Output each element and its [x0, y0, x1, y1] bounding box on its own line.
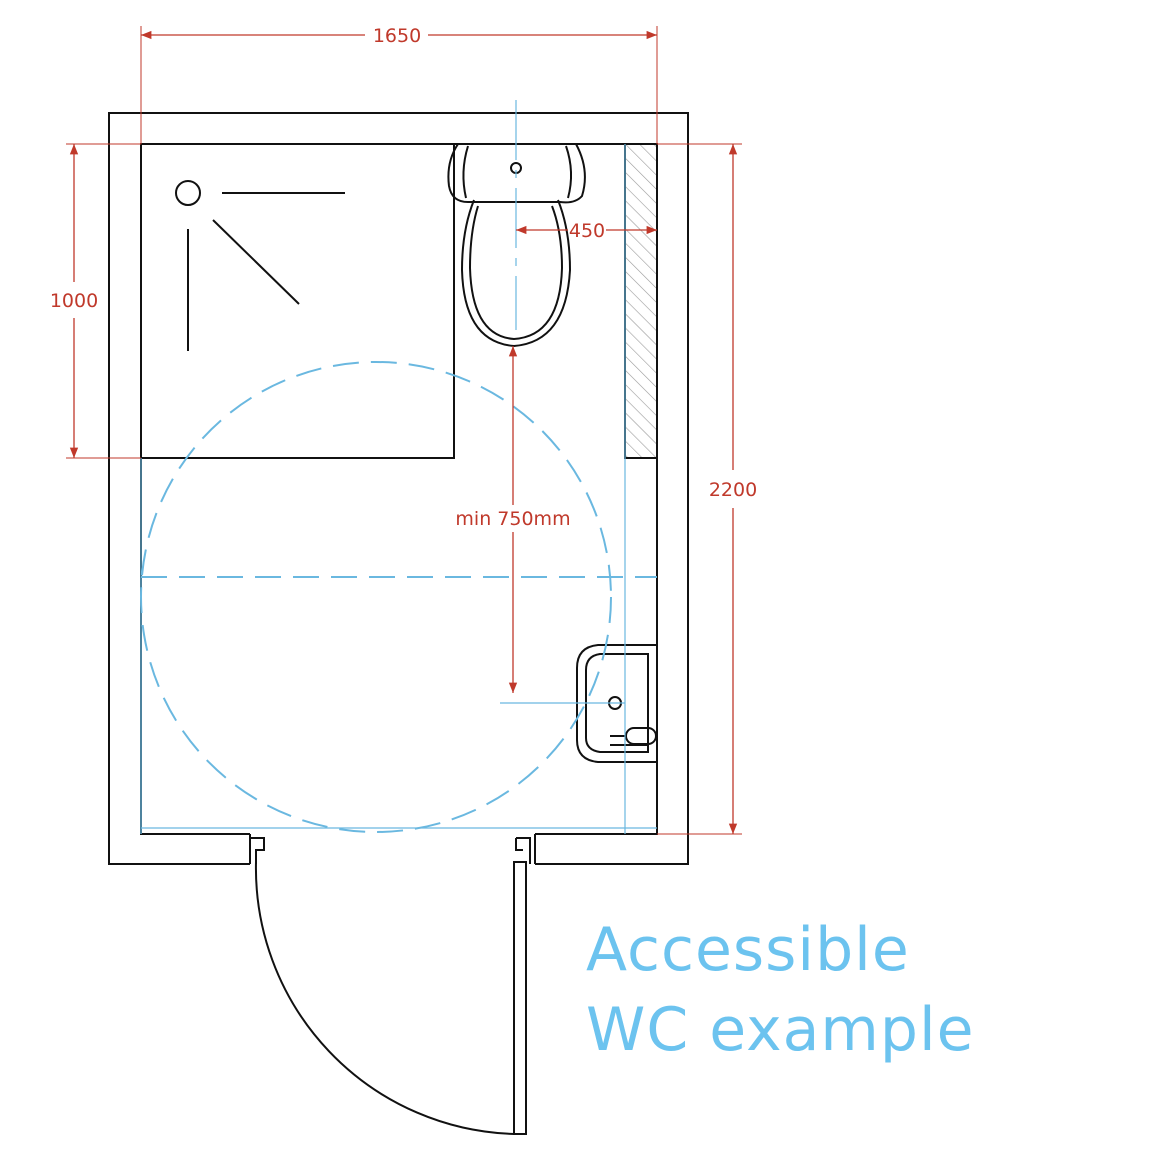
turning-circle	[140, 361, 612, 833]
hatched-duct	[624, 143, 658, 459]
dimension-shower-depth: 1000	[50, 143, 141, 459]
wc-cistern	[447, 143, 586, 204]
dimension-depth: 2200	[657, 143, 757, 835]
dimension-width: 1650	[140, 25, 658, 144]
door-swing-arc	[254, 861, 515, 1135]
title-line-2: WC example	[586, 995, 975, 1065]
wash-basin	[576, 644, 658, 763]
shower-drain-icon	[175, 180, 201, 206]
shower-tray	[140, 143, 455, 459]
dimension-clear-space: min 750mm	[455, 346, 571, 693]
door-leaf	[513, 861, 527, 1135]
width-label: 1650	[373, 25, 421, 47]
dimension-wc-offset: 450	[516, 220, 657, 242]
depth-label: 2200	[709, 479, 757, 501]
clear-space-label: min 750mm	[455, 508, 570, 530]
basin-tap-icon	[625, 727, 657, 745]
wc-offset-label: 450	[569, 220, 605, 242]
door	[250, 837, 531, 1135]
diagram-title: Accessible WC example	[586, 910, 975, 1070]
turning-space	[140, 100, 657, 834]
title-line-1: Accessible	[586, 915, 910, 985]
shower-depth-label: 1000	[50, 290, 98, 312]
wc-pan	[447, 143, 586, 348]
